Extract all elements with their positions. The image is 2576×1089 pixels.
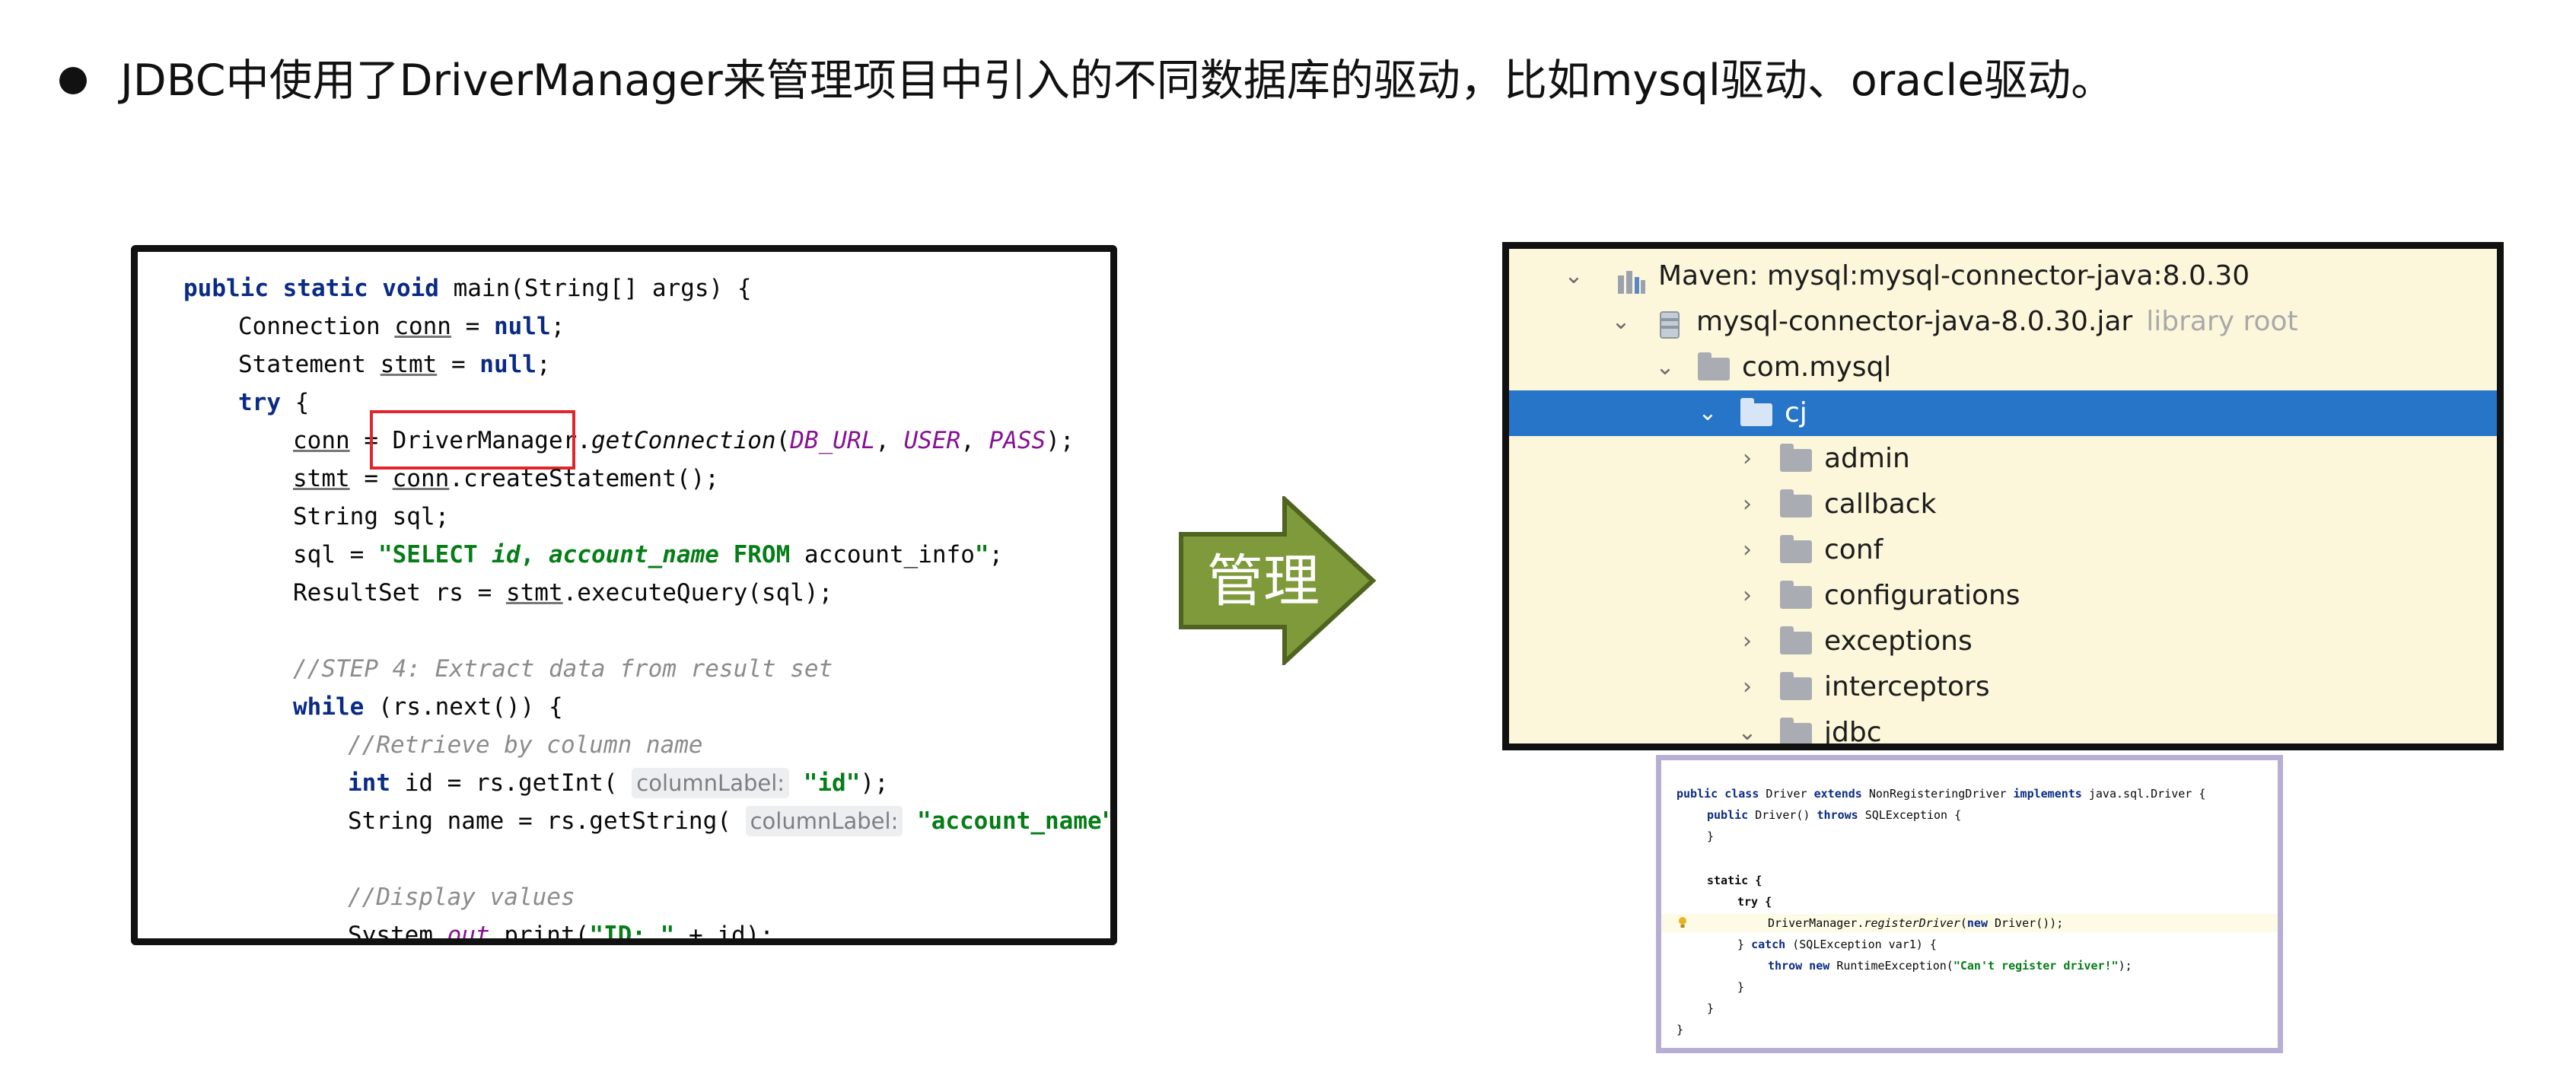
tree-label: conf	[1824, 534, 1883, 565]
code-line-1: public static void main(String[] args) {	[183, 275, 752, 302]
driver-line-6: DriverManager.registerDriver(new Driver(…	[1768, 916, 2064, 930]
folder-icon	[1780, 535, 1812, 563]
driver-line-10: }	[1707, 1001, 1715, 1015]
code-line-6: stmt = conn.createStatement();	[293, 465, 719, 492]
chevron-right-icon[interactable]: ›	[1743, 537, 1752, 563]
code-line-14: String name = rs.getString( columnLabel:…	[348, 806, 1116, 836]
current-line-highlight	[1661, 914, 2278, 932]
tree-label: jdbc	[1824, 717, 1882, 748]
chevron-right-icon[interactable]: ›	[1743, 445, 1752, 472]
manage-arrow: 管理	[1178, 494, 1377, 667]
headline: JDBC中使用了DriverManager来管理项目中引入的不同数据库的驱动，比…	[120, 56, 2115, 106]
code-line-9: ResultSet rs = stmt.executeQuery(sql);	[293, 579, 833, 607]
tree-label: configurations	[1824, 580, 2020, 611]
project-tree-panel: ⌄ Maven: mysql:mysql-connector-java:8.0.…	[1502, 242, 2504, 750]
driver-line-7: } catch (SQLException var1) {	[1737, 938, 1937, 951]
tree-row-interceptors[interactable]: › interceptors	[1509, 664, 2497, 710]
tree-row-configurations[interactable]: › configurations	[1509, 573, 2497, 619]
driver-line-11: }	[1676, 1023, 1684, 1036]
jar-icon	[1658, 308, 1681, 339]
tree-row-callback[interactable]: › callback	[1509, 482, 2497, 527]
folder-icon	[1780, 626, 1812, 654]
code-line-13: int id = rs.getInt( columnLabel: "id");	[348, 768, 889, 798]
folder-icon	[1780, 489, 1812, 517]
folder-icon	[1780, 672, 1812, 700]
driver-line-8: throw new RuntimeException("Can't regist…	[1768, 959, 2132, 973]
chevron-down-icon[interactable]: ⌄	[1698, 400, 1718, 426]
driver-code-panel: public class Driver extends NonRegisteri…	[1656, 755, 2283, 1053]
arrow-shape	[1179, 494, 1377, 667]
tree-row-maven[interactable]: ⌄ Maven: mysql:mysql-connector-java:8.0.…	[1509, 253, 2497, 299]
tree-label: com.mysql	[1742, 352, 1892, 383]
chevron-right-icon[interactable]: ›	[1743, 628, 1752, 654]
tree-row-conf[interactable]: › conf	[1509, 527, 2497, 573]
lightbulb-icon	[1678, 916, 1687, 928]
code-line-2: Connection conn = null;	[238, 313, 565, 340]
drivermanager-highlight-box	[370, 410, 575, 470]
folder-icon	[1780, 718, 1812, 744]
tree-label: exceptions	[1824, 626, 1973, 657]
tree-label: cj	[1785, 397, 1807, 428]
code-line-3: Statement stmt = null;	[238, 351, 551, 378]
folder-icon	[1698, 352, 1730, 381]
chevron-down-icon[interactable]: ⌄	[1655, 354, 1675, 381]
tree-label: admin	[1824, 443, 1910, 474]
driver-line-4: static {	[1707, 874, 1762, 887]
code-line-8: sql = "SELECT id, account_name FROM acco…	[293, 541, 1004, 568]
tree-label: interceptors	[1824, 671, 1990, 702]
driver-line-1: public class Driver extends NonRegisteri…	[1676, 787, 2206, 801]
chevron-down-icon[interactable]: ⌄	[1611, 308, 1631, 335]
code-line-10: //STEP 4: Extract data from result set	[293, 655, 833, 683]
code-line-15: //Display values	[348, 884, 575, 911]
folder-icon	[1740, 398, 1772, 426]
tree-label: callback	[1824, 489, 1937, 520]
folder-icon	[1780, 581, 1812, 609]
tree-row-com-mysql[interactable]: ⌄ com.mysql	[1509, 345, 2497, 390]
main-code-panel: public static void main(String[] args) {…	[131, 245, 1117, 945]
code-line-12: //Retrieve by column name	[348, 731, 703, 759]
tree-row-cj[interactable]: ⌄ cj	[1509, 390, 2497, 436]
driver-line-3: }	[1707, 829, 1715, 843]
chevron-right-icon[interactable]: ›	[1743, 673, 1752, 700]
chevron-down-icon[interactable]: ⌄	[1564, 263, 1584, 289]
code-line-7: String sql;	[293, 503, 450, 530]
folder-icon	[1780, 444, 1812, 472]
code-line-4: try {	[238, 389, 310, 416]
code-line-5: conn = DriverManager.getConnection(DB_UR…	[293, 427, 1075, 454]
code-line-16: System.out.print("ID: " + id);	[348, 922, 774, 945]
tree-row-jdbc[interactable]: ⌄ jdbc	[1509, 710, 2497, 748]
chevron-right-icon[interactable]: ›	[1743, 582, 1752, 609]
bullet-dot	[59, 67, 87, 94]
tree-row-admin[interactable]: › admin	[1509, 436, 2497, 482]
tree-row-exceptions[interactable]: › exceptions	[1509, 619, 2497, 664]
chevron-right-icon[interactable]: ›	[1743, 491, 1752, 517]
arrow-label: 管理	[1207, 549, 1320, 614]
driver-line-2: public Driver() throws SQLException {	[1707, 808, 1962, 822]
library-root-hint: library root	[2146, 306, 2298, 337]
driver-line-5: try {	[1737, 895, 1772, 909]
code-line-11: while (rs.next()) {	[293, 693, 563, 721]
driver-line-9: }	[1737, 980, 1745, 994]
chevron-down-icon[interactable]: ⌄	[1737, 719, 1757, 746]
tree-label: Maven: mysql:mysql-connector-java:8.0.30	[1658, 260, 2250, 291]
library-icon	[1617, 264, 1648, 294]
